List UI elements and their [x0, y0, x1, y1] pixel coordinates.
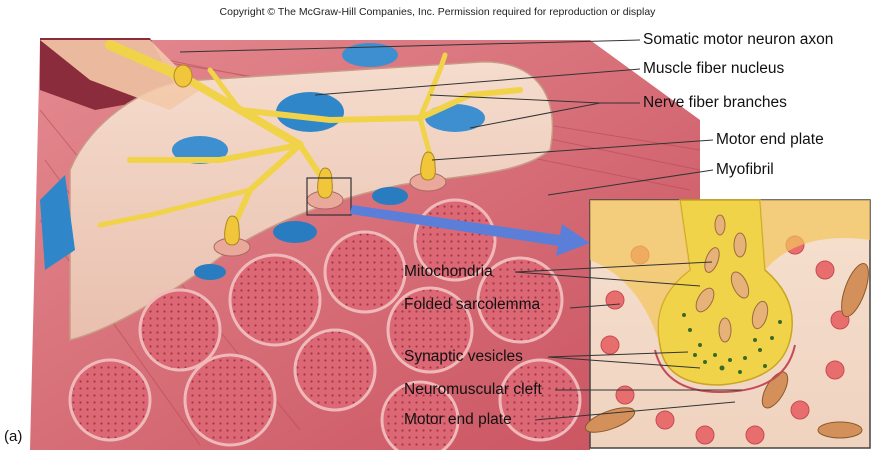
label-muscle-nucleus: Muscle fiber nucleus	[643, 60, 784, 78]
myofibril	[325, 232, 405, 312]
label-motor-end-plate-top: Motor end plate	[716, 131, 824, 149]
muscle-nucleus	[194, 264, 226, 280]
label-synaptic-vesicles: Synaptic vesicles	[404, 348, 523, 366]
inset-panel	[582, 200, 873, 448]
muscle-nucleus	[276, 92, 344, 132]
label-mitochondria: Mitochondria	[404, 263, 493, 281]
label-myofibril: Myofibril	[716, 161, 774, 179]
muscle-nucleus	[372, 187, 408, 205]
myofibril	[70, 360, 150, 440]
label-nerve-branches: Nerve fiber branches	[643, 94, 787, 112]
myofibril	[500, 360, 580, 440]
myofibril	[140, 290, 220, 370]
myofibril	[295, 330, 375, 410]
label-motor-end-plate-bottom: Motor end plate	[404, 411, 512, 429]
muscle-nucleus	[425, 104, 485, 132]
copyright-notice: Copyright © The McGraw-Hill Companies, I…	[0, 6, 875, 18]
axon-node	[174, 65, 192, 87]
label-neuromuscular-cleft: Neuromuscular cleft	[404, 381, 542, 399]
label-somatic-axon: Somatic motor neuron axon	[643, 31, 833, 49]
panel-label: (a)	[4, 428, 22, 445]
muscle-nucleus	[273, 221, 317, 243]
label-folded-sarcolemma: Folded sarcolemma	[404, 296, 540, 314]
myofibril	[230, 255, 320, 345]
myofibril	[185, 355, 275, 445]
